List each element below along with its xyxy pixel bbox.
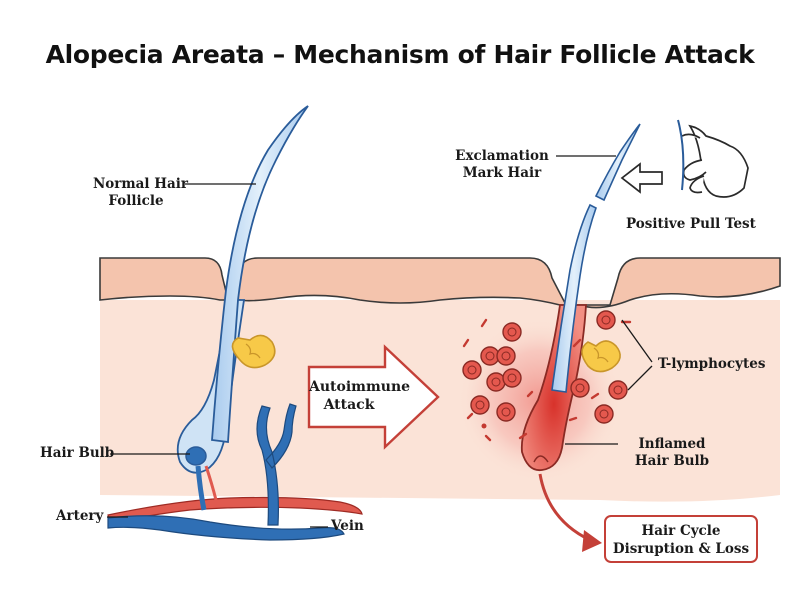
pull-arrow-icon	[620, 162, 663, 194]
curved-arrow-icon	[538, 473, 602, 552]
outcome-line2: Disruption & Loss	[612, 541, 750, 557]
t-lymphocyte	[596, 310, 616, 330]
inflamed-bulb-line1: Inflamed	[638, 436, 706, 452]
leader-lines	[107, 155, 653, 528]
block-arrow-icon	[307, 344, 440, 450]
t-lymphocyte	[496, 346, 516, 366]
pull-test-label: Positive Pull Test	[626, 216, 756, 232]
t-lymphocyte	[470, 395, 490, 415]
inflamed-bulb-notch	[533, 455, 549, 463]
t-lymphocyte-cluster	[462, 310, 628, 424]
page-title: Alopecia Areata – Mechanism of Hair Foll…	[45, 40, 755, 69]
normal-follicle-label-line1: Normal Hair	[92, 176, 188, 192]
outcome-line1: Hair Cycle	[641, 523, 721, 539]
t-lymphocyte	[480, 346, 500, 366]
outcome-box: Hair Cycle Disruption & Loss	[604, 515, 758, 563]
exclamation-hair-line2: Mark Hair	[462, 165, 542, 181]
t-lymphocyte	[502, 322, 522, 342]
vessel-into-bulb	[195, 465, 207, 511]
inflamed-bulb-line2: Hair Bulb	[634, 453, 710, 469]
t-lymphocyte-cores	[467, 315, 623, 419]
t-lymphocyte	[594, 404, 614, 424]
hair-bulb-label: Hair Bulb	[40, 445, 115, 461]
exclamation-hair-shaft	[551, 203, 597, 393]
normal-hair-shaft	[211, 105, 309, 444]
artery-label: Artery	[56, 508, 104, 524]
t-lymphocyte	[462, 360, 482, 380]
exclamation-hair-line1: Exclamation	[455, 148, 549, 164]
inflamed-bulb-label: Inflamed Hair Bulb	[622, 436, 722, 470]
normal-hair-bulb	[185, 446, 207, 466]
normal-follicle	[176, 105, 309, 474]
vein-branch	[256, 403, 297, 526]
t-lymphocyte	[608, 380, 628, 400]
autoimmune-attack-line2: Attack	[323, 397, 375, 413]
exclamation-hair-label: Exclamation Mark Hair	[452, 148, 552, 182]
epidermis-layer	[99, 257, 781, 309]
exclamation-hair-broken-tip	[594, 123, 641, 202]
artery-vessel	[107, 496, 363, 525]
t-lymphocyte	[502, 368, 522, 388]
cytokine-dot	[481, 423, 487, 429]
t-lymphocytes-label: T-lymphocytes	[658, 356, 766, 372]
t-lymphocyte	[486, 372, 506, 392]
sebaceous-gland-right	[581, 340, 621, 373]
normal-follicle-label: Normal Hair Follicle	[84, 176, 188, 210]
hand-pulling-icon	[677, 119, 749, 198]
sebaceous-gland-left	[231, 334, 276, 369]
normal-follicle-label-line2: Follicle	[108, 193, 164, 209]
cytokine-dashes	[462, 318, 632, 442]
vein-vessel	[107, 515, 345, 541]
vein-label: Vein	[331, 518, 364, 534]
t-lymphocyte	[496, 402, 516, 422]
autoimmune-attack-line1: Autoimmune	[309, 379, 411, 395]
blood-vessels	[107, 403, 363, 541]
autoimmune-attack-label: Autoimmune Attack	[309, 378, 411, 414]
t-lymphocyte	[570, 378, 590, 398]
